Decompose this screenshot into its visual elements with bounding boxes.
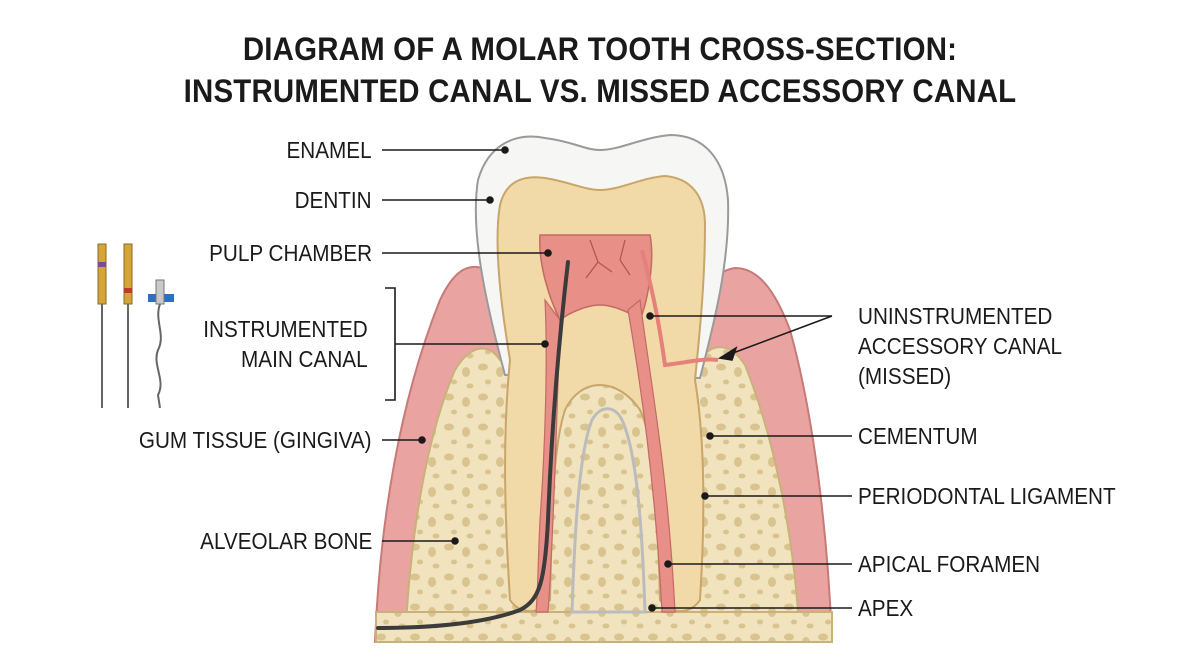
instrumented-file-in-canal	[376, 260, 570, 630]
endodontic-files	[97, 243, 174, 409]
label-apex: APEX	[858, 595, 914, 621]
label-accessory-line2: ACCESSORY CANAL	[858, 333, 1063, 359]
label-gum-tissue: GUM TISSUE (GINGIVA)	[139, 427, 372, 453]
label-periodontal-ligament: PERIODONTAL LIGAMENT	[858, 483, 1116, 509]
distal-root-canal	[627, 298, 676, 613]
label-cementum: CEMENTUM	[858, 423, 978, 449]
accessory-canal	[640, 249, 719, 368]
left-leader-lines	[382, 146, 552, 545]
right-leader-lines	[646, 312, 852, 612]
diagram-title: DIAGRAM OF A MOLAR TOOTH CROSS-SECTION: …	[0, 28, 1200, 112]
nerve-branches	[585, 239, 631, 279]
label-dentin: DENTIN	[294, 187, 372, 213]
title-line-2: INSTRUMENTED CANAL VS. MISSED ACCESSORY …	[183, 73, 1017, 109]
label-enamel: ENAMEL	[286, 137, 372, 163]
label-alveolar-bone: ALVEOLAR BONE	[199, 528, 372, 554]
label-instrumented-line2: MAIN CANAL	[241, 346, 368, 372]
label-apical-foramen: APICAL FORAMEN	[858, 551, 1041, 577]
label-instrumented-line1: INSTRUMENTED	[203, 316, 368, 342]
title-line-1: DIAGRAM OF A MOLAR TOOTH CROSS-SECTION:	[242, 31, 958, 67]
label-accessory-line3: (MISSED)	[858, 363, 952, 389]
interradicular-bone	[570, 407, 647, 614]
label-pulp-chamber: PULP CHAMBER	[209, 240, 372, 266]
label-accessory-line1: UNINSTRUMENTED	[858, 303, 1053, 329]
bone-base	[375, 611, 833, 643]
